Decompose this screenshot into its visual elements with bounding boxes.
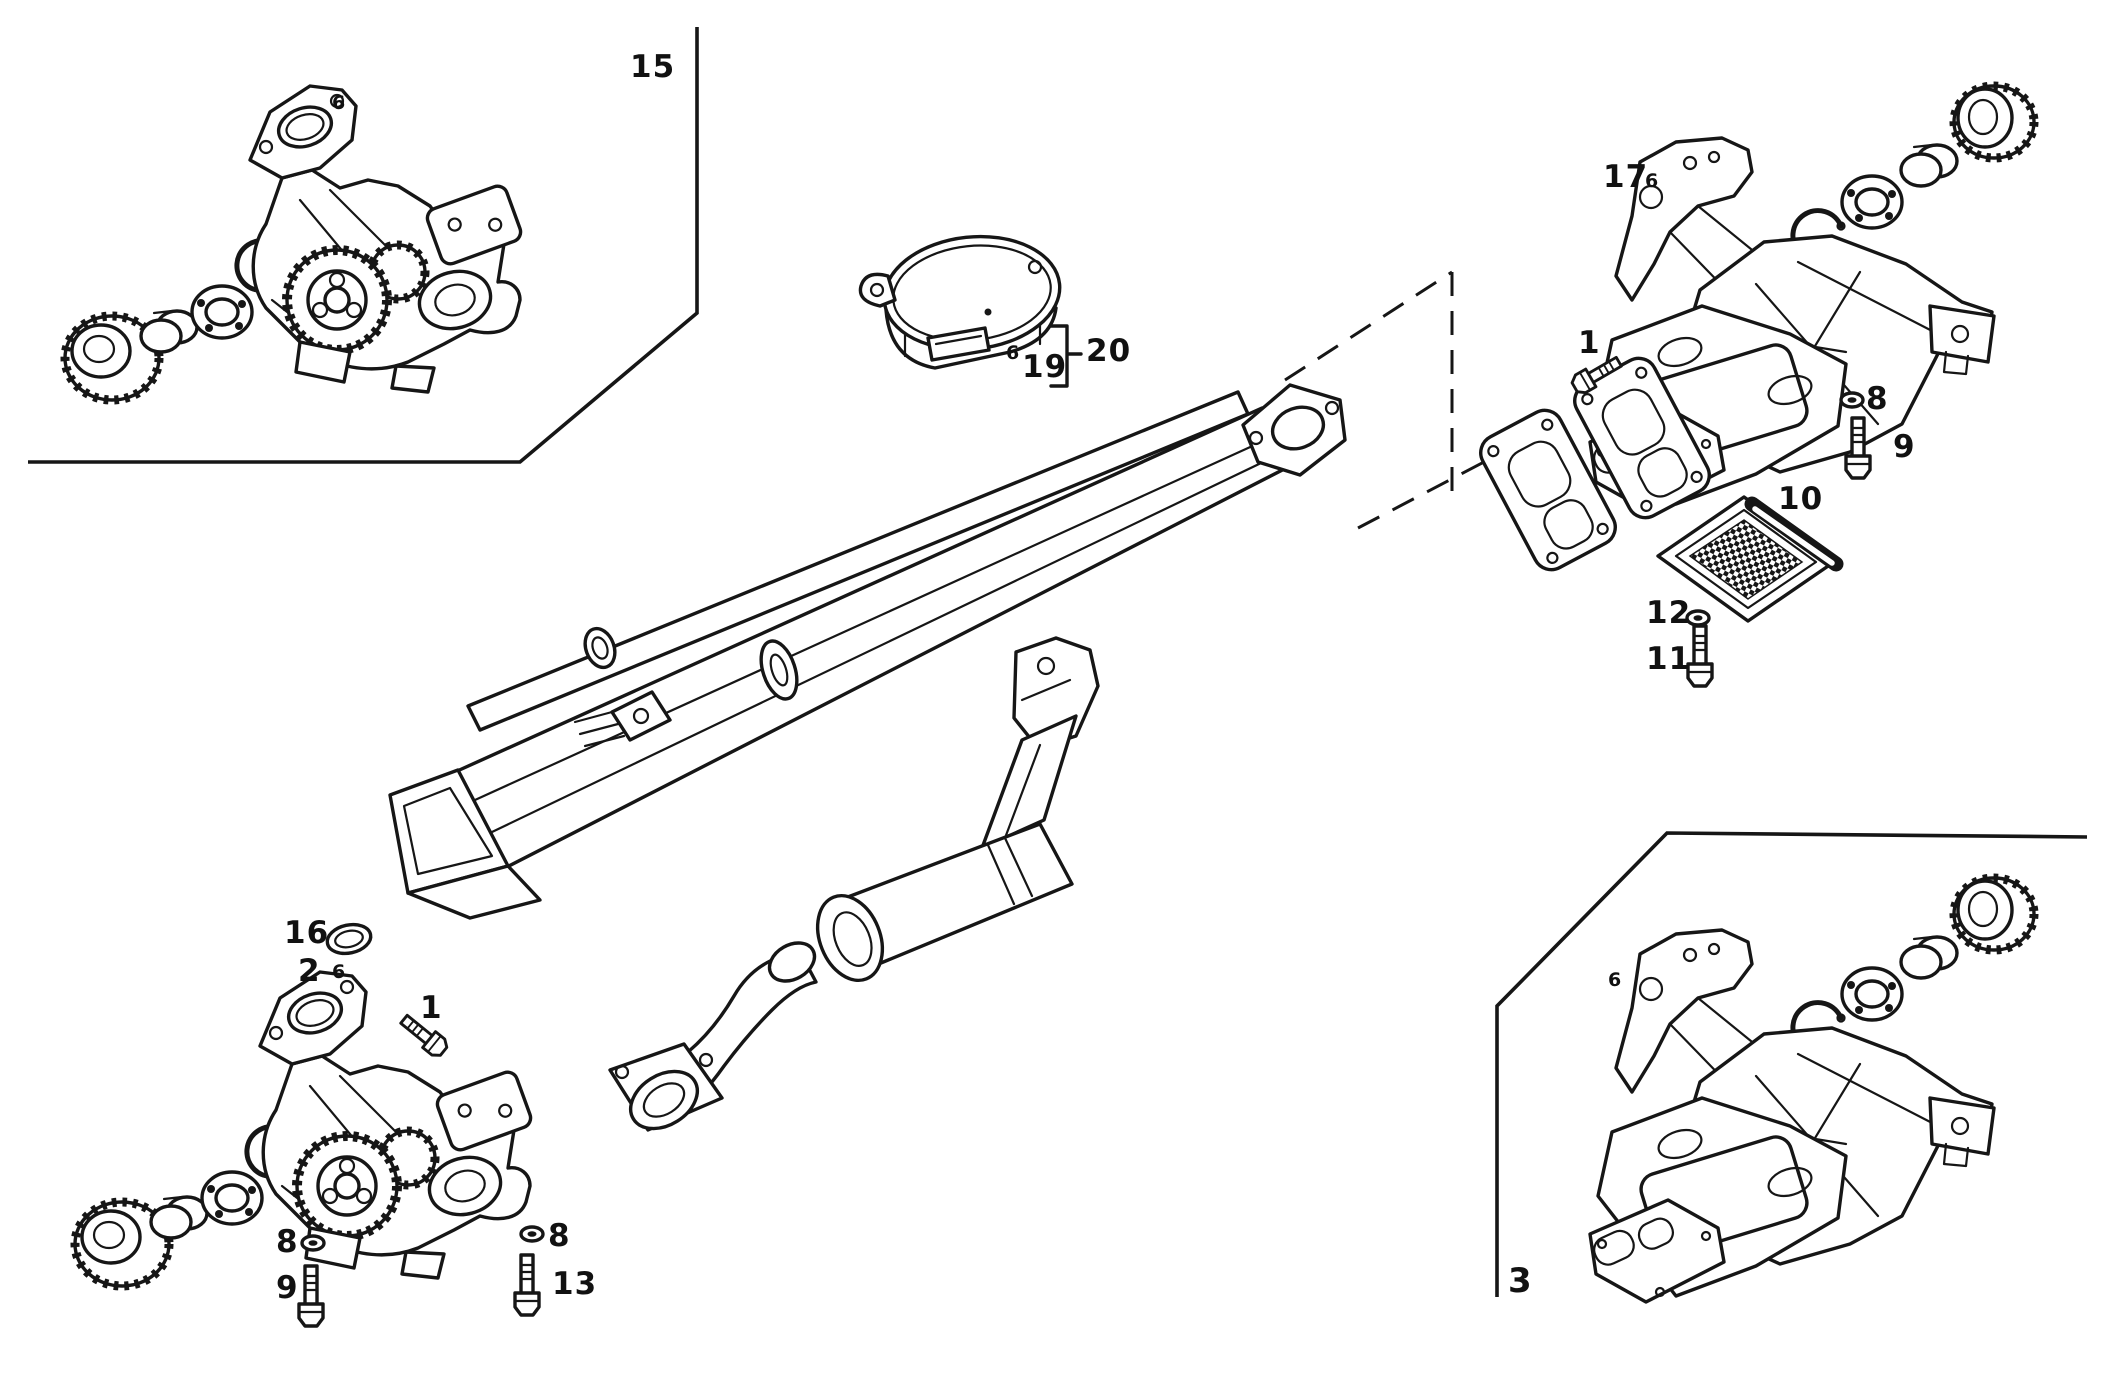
callout-3: 3 [1508,1261,1533,1301]
callout-19-variant-6: 6 [1006,342,1021,364]
callout-bracket-19-20 [1048,324,1083,388]
inset-frame-15 [28,27,699,464]
callout-6-top-left: 6 [332,92,347,114]
washer-8-mid [519,1225,545,1243]
callout-8-left: 8 [276,1224,299,1260]
washer-8-right [1839,391,1865,409]
callout-1-left: 1 [420,990,443,1026]
callout-20: 20 [1086,333,1132,369]
inset-frame-3 [1495,831,2088,1297]
o-ring-16 [325,922,373,956]
callout-8-mid: 8 [548,1218,571,1254]
oil-pump-assembly-top-left [65,84,523,400]
bolt-9-left [297,1264,325,1328]
delivery-pipe-lower [608,636,1100,1132]
callout-19: 19 [1022,349,1068,385]
washer-8-left [300,1234,326,1252]
bolt-11 [1686,624,1714,688]
bolt-13 [513,1253,541,1317]
callout-11: 11 [1646,641,1692,677]
pump-gaskets [1479,356,1711,572]
callout-2-variant-6: 6 [332,961,347,983]
callout-1-right: 1 [1578,325,1601,361]
callout-6-inset-3: 6 [1608,969,1623,991]
callout-17: 17 [1603,159,1649,195]
callout-9-left: 9 [276,1270,299,1306]
callout-2: 2 [298,953,321,989]
callout-13: 13 [552,1266,598,1302]
cover-plate-19 [858,234,1083,388]
callout-17-variant-6: 6 [1645,170,1660,192]
oil-pump-bracket-assembly-inset-3 [1590,878,2034,1302]
callout-8-right: 8 [1866,381,1889,417]
callout-16: 16 [284,915,330,951]
callout-10: 10 [1778,481,1824,517]
suction-tube-upper [388,383,1347,920]
callout-12: 12 [1646,595,1692,631]
oil-strainer-screen-10 [1656,495,1844,623]
callout-9-right: 9 [1893,429,1916,465]
callout-15: 15 [630,49,676,85]
